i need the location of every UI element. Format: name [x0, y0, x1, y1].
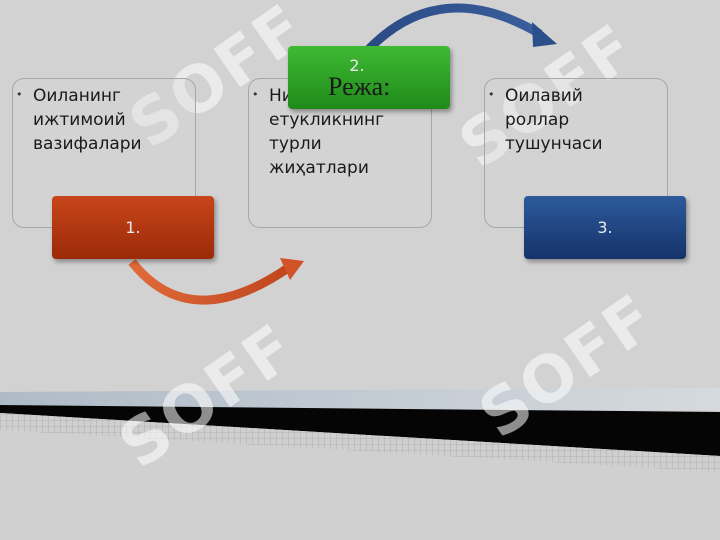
- black-band: [0, 405, 720, 456]
- step-text-line: жиҳатлари: [269, 158, 369, 178]
- step-text-line: Оиланинг: [33, 86, 121, 106]
- step-text-line: тушунчаси: [505, 134, 603, 154]
- step-text-line: вазифалари: [33, 134, 142, 154]
- page-title: Режа:: [328, 72, 391, 101]
- step-number-tag-3: 3.: [524, 196, 686, 259]
- blue-band: [0, 388, 720, 410]
- step-text-3: Оилавий роллар тушунчаси: [505, 84, 603, 156]
- step-text-line: Ни: [269, 86, 293, 106]
- step-number: 3.: [597, 218, 613, 237]
- bullet-icon: •: [16, 88, 23, 101]
- arrow-orange: [128, 258, 304, 305]
- step-text-line: роллар: [505, 110, 570, 130]
- arrow-blue: [364, 3, 557, 54]
- step-text-line: турли: [269, 134, 322, 154]
- step-text-line: Оилавий: [505, 86, 583, 106]
- lower-panel: [0, 430, 720, 540]
- step-text-line: ижтимоий: [33, 110, 126, 130]
- step-text-line: етукликнинг: [269, 110, 385, 130]
- step-number-tag-1: 1.: [52, 196, 214, 259]
- bullet-icon: •: [488, 88, 495, 101]
- step-number: 2.: [349, 56, 365, 75]
- step-text-1: Оиланинг ижтимоий вазифалари: [33, 84, 142, 156]
- step-text-2: Ни етукликнинг турли жиҳатлари: [269, 84, 384, 180]
- step-number: 1.: [125, 218, 141, 237]
- bullet-icon: •: [252, 88, 259, 101]
- grid-band: [0, 413, 720, 472]
- step-number-tag-2: 2.: [288, 46, 450, 109]
